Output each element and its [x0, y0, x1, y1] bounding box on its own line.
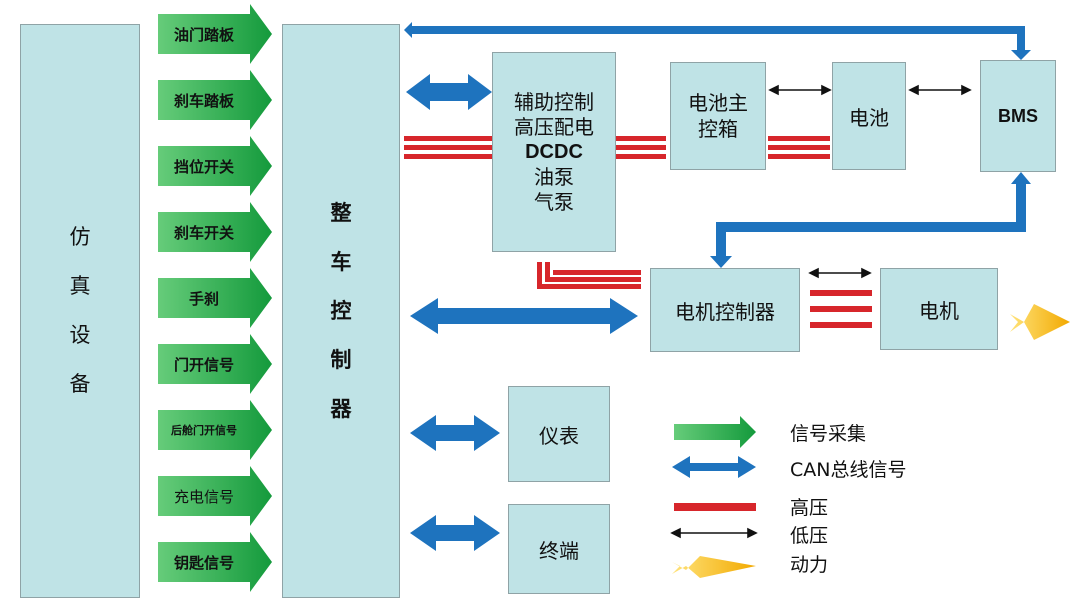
- can-bms-motor: [710, 172, 1031, 268]
- signal-brake-switch: 刹车开关: [158, 208, 272, 256]
- can-arrow-instrument: [410, 415, 500, 451]
- signal-label: 挡位开关: [173, 157, 234, 176]
- hv-mc-motor-3: [810, 322, 872, 328]
- aux-line-3: DCDC: [525, 140, 583, 163]
- signal-handbrake: 手刹: [158, 274, 272, 322]
- hv-aux-motor-v2: [545, 262, 550, 282]
- hv-aux-box-2: [616, 145, 666, 150]
- signal-label: 刹车踏板: [173, 91, 234, 110]
- signal-door-open: 门开信号: [158, 340, 272, 388]
- hv-aux-box-1: [616, 136, 666, 141]
- signal-charging: 充电信号: [158, 472, 272, 520]
- motor-box: 电机: [880, 268, 998, 350]
- signal-label: 刹车开关: [173, 223, 234, 242]
- can-arrow-aux: [406, 74, 492, 110]
- signal-arrow-5: [158, 268, 272, 328]
- simulation-device-box: 仿 真 设 备: [20, 24, 140, 598]
- bms-label: BMS: [998, 105, 1038, 126]
- instrument-box: 仪表: [508, 386, 610, 482]
- instrument-label: 仪表: [539, 423, 579, 448]
- can-top-line: [404, 22, 1031, 60]
- aux-line-4: 油泵: [534, 164, 574, 189]
- signal-label: 手刹: [188, 289, 219, 308]
- terminal-box: 终端: [508, 504, 610, 594]
- hv-aux-box-3: [616, 154, 666, 159]
- signal-arrow-9: [158, 532, 272, 592]
- battery-box-line-1: 电池主: [688, 91, 748, 115]
- vcu-char-4: 制: [330, 347, 352, 372]
- battery-label: 电池: [849, 105, 889, 130]
- vcu-char-2: 车: [330, 249, 352, 274]
- sim-char-3: 设: [69, 323, 91, 347]
- legend-hv: 高压: [790, 497, 829, 519]
- aux-line-2: 高压配电: [514, 114, 594, 139]
- signal-arrow-2: [158, 70, 272, 130]
- hv-mc-motor-2: [810, 306, 872, 312]
- sim-char-4: 备: [69, 372, 91, 396]
- battery-box-line-2: 控箱: [698, 117, 738, 141]
- signal-arrow-7: [158, 400, 272, 460]
- signal-label: 充电信号: [173, 487, 234, 506]
- signal-arrow-8: [158, 466, 272, 526]
- vcu-char-1: 整: [330, 200, 352, 225]
- legend-can-arrow: [672, 456, 756, 478]
- hv-aux-motor-h2: [545, 277, 641, 282]
- signal-arrow-1: [158, 4, 272, 64]
- legend-can: CAN总线信号: [790, 459, 907, 481]
- battery-control-box: 电池主 控箱: [670, 62, 766, 170]
- legend-hv-bar: [674, 503, 756, 511]
- power-arrows: [672, 304, 1070, 578]
- bms-box: BMS: [980, 60, 1056, 172]
- legend-signal: 信号采集: [790, 423, 867, 445]
- aux-line-5: 气泵: [534, 189, 574, 214]
- signal-arrow-4: [158, 202, 272, 262]
- motor-label: 电机: [919, 298, 959, 323]
- legend-signal-arrow: [674, 416, 756, 448]
- hv-lines: [404, 136, 872, 511]
- hv-aux-motor-h1: [537, 284, 641, 289]
- legend-power-arrow: [672, 556, 756, 578]
- signal-label: 油门踏板: [173, 25, 234, 44]
- can-bus-lines: [404, 22, 1031, 551]
- hv-box-batt-3: [768, 154, 830, 159]
- hv-aux-motor-h3: [553, 270, 641, 275]
- sim-char-1: 仿: [69, 225, 91, 249]
- signal-key: 钥匙信号: [158, 538, 272, 586]
- signal-arrow-3: [158, 136, 272, 196]
- can-arrow-motor: [410, 298, 638, 334]
- signal-throttle: 油门踏板: [158, 10, 272, 58]
- signal-label: 后舱门开信号: [171, 424, 237, 437]
- signal-arrow-6: [158, 334, 272, 394]
- vehicle-controller-box: 整 车 控 制 器: [282, 24, 400, 598]
- hv-vcu-aux-3: [404, 154, 492, 159]
- vcu-char-3: 控: [330, 298, 352, 323]
- sim-char-2: 真: [69, 274, 91, 298]
- terminal-label: 终端: [539, 538, 579, 563]
- hv-box-batt-1: [768, 136, 830, 141]
- signal-arrows: [158, 4, 272, 592]
- can-arrow-terminal: [410, 515, 500, 551]
- signal-label: 门开信号: [173, 355, 234, 374]
- aux-line-1: 辅助控制: [514, 89, 594, 114]
- hv-vcu-aux-2: [404, 145, 492, 150]
- hv-mc-motor-1: [810, 290, 872, 296]
- hv-aux-motor-v1: [537, 262, 542, 288]
- signal-brake-pedal: 刹车踏板: [158, 76, 272, 124]
- motor-controller-box: 电机控制器: [650, 268, 800, 352]
- motor-controller-label: 电机控制器: [675, 299, 775, 324]
- hv-vcu-aux-1: [404, 136, 492, 141]
- legend-lv: 低压: [790, 525, 829, 547]
- aux-control-box: 辅助控制 高压配电 DCDC 油泵 气泵: [492, 52, 616, 252]
- lv-lines: [670, 84, 972, 539]
- legend-power: 动力: [790, 554, 829, 576]
- power-arrow-motor: [1010, 304, 1070, 340]
- hv-box-batt-2: [768, 145, 830, 150]
- vcu-char-5: 器: [330, 396, 352, 421]
- signal-label: 钥匙信号: [173, 553, 234, 572]
- battery-box: 电池: [832, 62, 906, 170]
- signal-gear-switch: 挡位开关: [158, 142, 272, 190]
- signal-rear-hatch: 后舱门开信号: [158, 406, 272, 454]
